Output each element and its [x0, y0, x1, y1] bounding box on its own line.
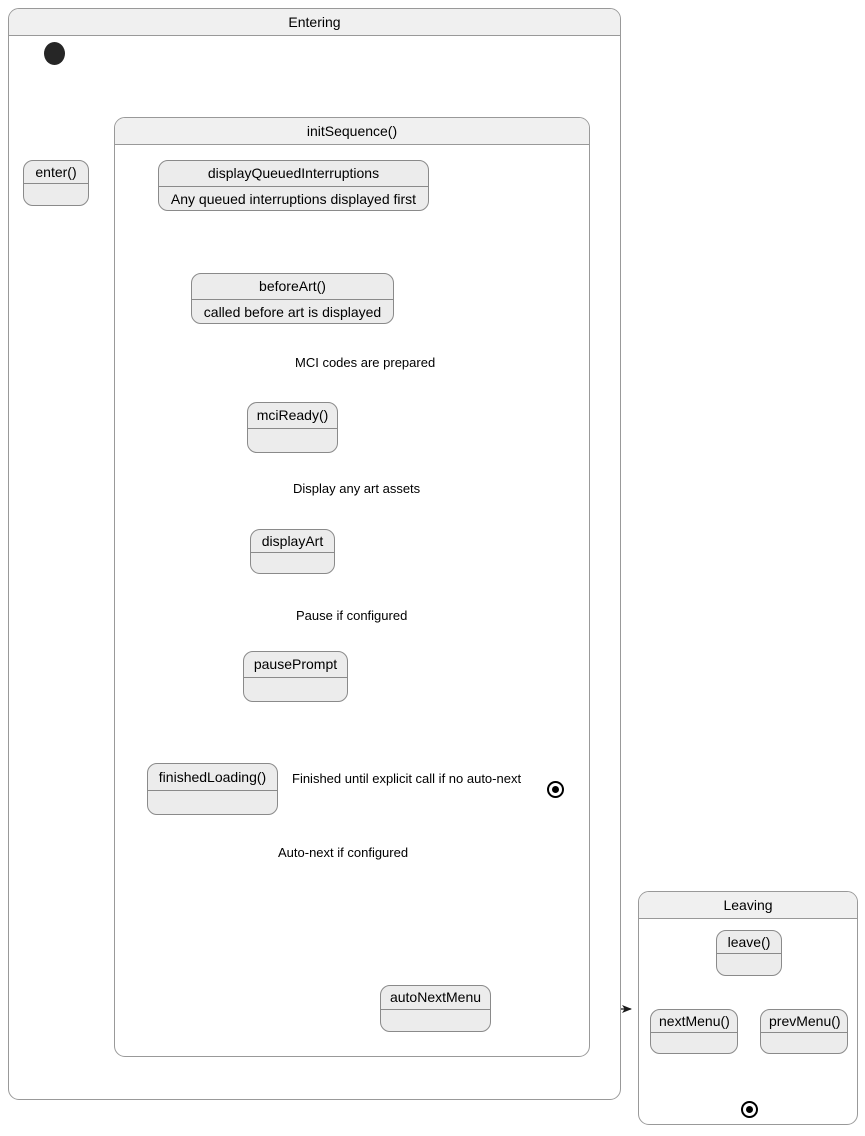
initial-pseudostate-entering — [44, 42, 65, 65]
state-leave-name: leave() — [717, 931, 781, 954]
state-prev-menu-body — [761, 1033, 847, 1053]
state-mci-ready[interactable]: mciReady() — [247, 402, 338, 453]
state-before-art-name: beforeArt() — [192, 274, 393, 300]
state-auto-next-menu[interactable]: autoNextMenu — [380, 985, 491, 1032]
state-display-art-name: displayArt — [251, 530, 334, 553]
state-pause-prompt-body — [244, 678, 347, 701]
final-pseudostate-leaving — [741, 1101, 758, 1118]
state-finished-loading-name: finishedLoading() — [148, 764, 277, 791]
composite-title-entering: Entering — [9, 9, 620, 36]
state-pause-prompt-name: pausePrompt — [244, 652, 347, 678]
state-leave-body — [717, 954, 781, 975]
state-prev-menu[interactable]: prevMenu() — [760, 1009, 848, 1054]
state-mci-ready-name: mciReady() — [248, 403, 337, 429]
state-next-menu[interactable]: nextMenu() — [650, 1009, 738, 1054]
final-pseudostate-entering — [547, 781, 564, 798]
final-pseudostate-entering-core — [552, 786, 559, 793]
state-enter-name: enter() — [24, 161, 88, 184]
state-enter-body — [24, 184, 88, 205]
state-finished-loading-body — [148, 791, 277, 814]
composite-state-init-sequence[interactable]: initSequence() — [114, 117, 590, 1057]
state-display-art[interactable]: displayArt — [250, 529, 335, 574]
transition-label-display-art-assets: Display any art assets — [293, 481, 421, 496]
state-leave[interactable]: leave() — [716, 930, 782, 976]
state-mci-ready-body — [248, 429, 337, 452]
transition-label-finished-no-auto-next: Finished until explicit call if no auto-… — [292, 771, 522, 786]
composite-title-init-sequence: initSequence() — [115, 118, 589, 145]
state-display-queued-interruptions[interactable]: displayQueuedInterruptions Any queued in… — [158, 160, 429, 211]
composite-state-leaving[interactable]: Leaving — [638, 891, 858, 1125]
state-next-menu-name: nextMenu() — [651, 1010, 737, 1033]
state-before-art[interactable]: beforeArt() called before art is display… — [191, 273, 394, 324]
state-display-art-body — [251, 553, 334, 573]
final-pseudostate-leaving-core — [746, 1106, 753, 1113]
state-auto-next-menu-name: autoNextMenu — [381, 986, 490, 1010]
transition-label-pause-if-configured: Pause if configured — [296, 608, 408, 623]
state-prev-menu-name: prevMenu() — [761, 1010, 847, 1033]
state-before-art-body: called before art is displayed — [203, 304, 382, 320]
state-auto-next-menu-body — [381, 1010, 490, 1031]
state-pause-prompt[interactable]: pausePrompt — [243, 651, 348, 702]
transition-label-mci-codes: MCI codes are prepared — [295, 355, 436, 370]
composite-title-leaving: Leaving — [639, 892, 857, 919]
state-display-queued-interruptions-body: Any queued interruptions displayed first — [170, 191, 417, 207]
state-next-menu-body — [651, 1033, 737, 1053]
state-finished-loading[interactable]: finishedLoading() — [147, 763, 278, 815]
state-display-queued-interruptions-name: displayQueuedInterruptions — [159, 161, 428, 187]
transition-label-auto-next-if-configured: Auto-next if configured — [278, 845, 409, 860]
state-enter[interactable]: enter() — [23, 160, 89, 206]
